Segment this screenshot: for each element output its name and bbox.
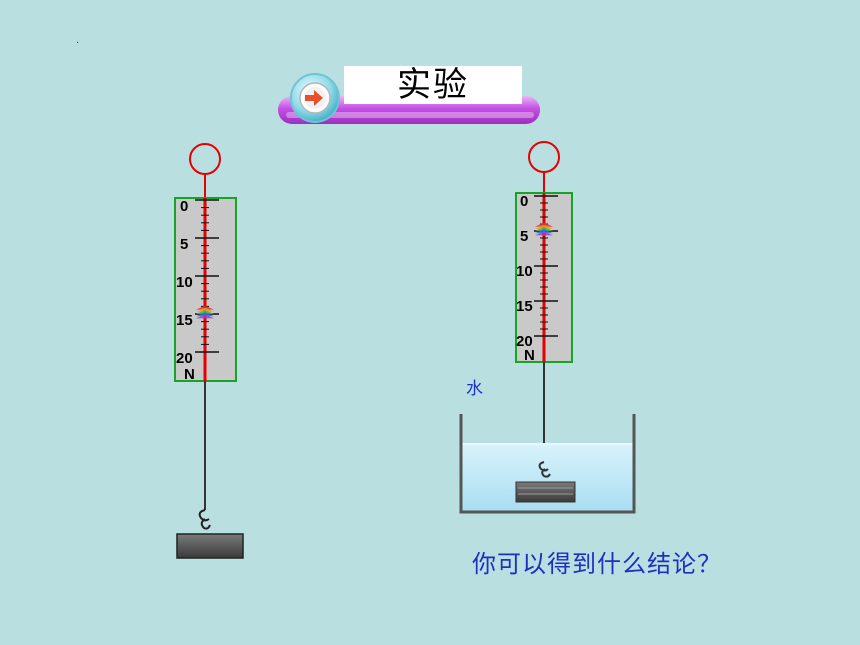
unit-label: N — [524, 347, 535, 364]
arrow-button-icon[interactable] — [290, 73, 340, 123]
pointer-stripe — [196, 307, 214, 312]
water-label: 水 — [466, 379, 483, 399]
tick-label: 15 — [176, 312, 193, 329]
tick-label: 20 — [516, 333, 533, 350]
weight-block — [176, 533, 244, 559]
pointer-stripe — [196, 305, 214, 310]
ring-icon — [189, 143, 221, 175]
ring-icon — [528, 141, 560, 173]
tick-label: 0 — [520, 193, 529, 210]
pointer-stripe — [535, 231, 553, 236]
pointer-stripe — [535, 222, 553, 227]
pointer-stripe — [535, 227, 553, 231]
submerged-block — [515, 481, 576, 503]
pointer-stripe — [196, 310, 214, 314]
tick-label: 20 — [176, 350, 193, 367]
pointer-icon — [535, 222, 553, 236]
pointer-icon — [196, 305, 214, 319]
question-text: 你可以得到什么结论？ — [472, 550, 722, 578]
page-title: 实验 — [344, 66, 522, 104]
tick-label: 10 — [176, 274, 193, 291]
tick-label: 10 — [516, 263, 533, 280]
hook-icon — [538, 461, 551, 478]
tick-label: 5 — [180, 236, 189, 253]
stray-dot: . — [76, 35, 80, 46]
tick-label: 5 — [520, 228, 529, 245]
spring-scale-in-air — [174, 143, 244, 559]
hook-icon — [198, 509, 211, 530]
pointer-stripe — [196, 314, 214, 319]
pointer-stripe — [535, 224, 553, 229]
water-container — [459, 414, 636, 514]
pointer-stripe — [535, 229, 553, 234]
tick-label: 15 — [516, 298, 533, 315]
tick-marks — [195, 199, 219, 353]
pointer-stripe — [196, 312, 214, 317]
unit-label: N — [184, 366, 195, 383]
beaker-walls — [459, 414, 636, 514]
tick-label: 0 — [180, 198, 189, 215]
